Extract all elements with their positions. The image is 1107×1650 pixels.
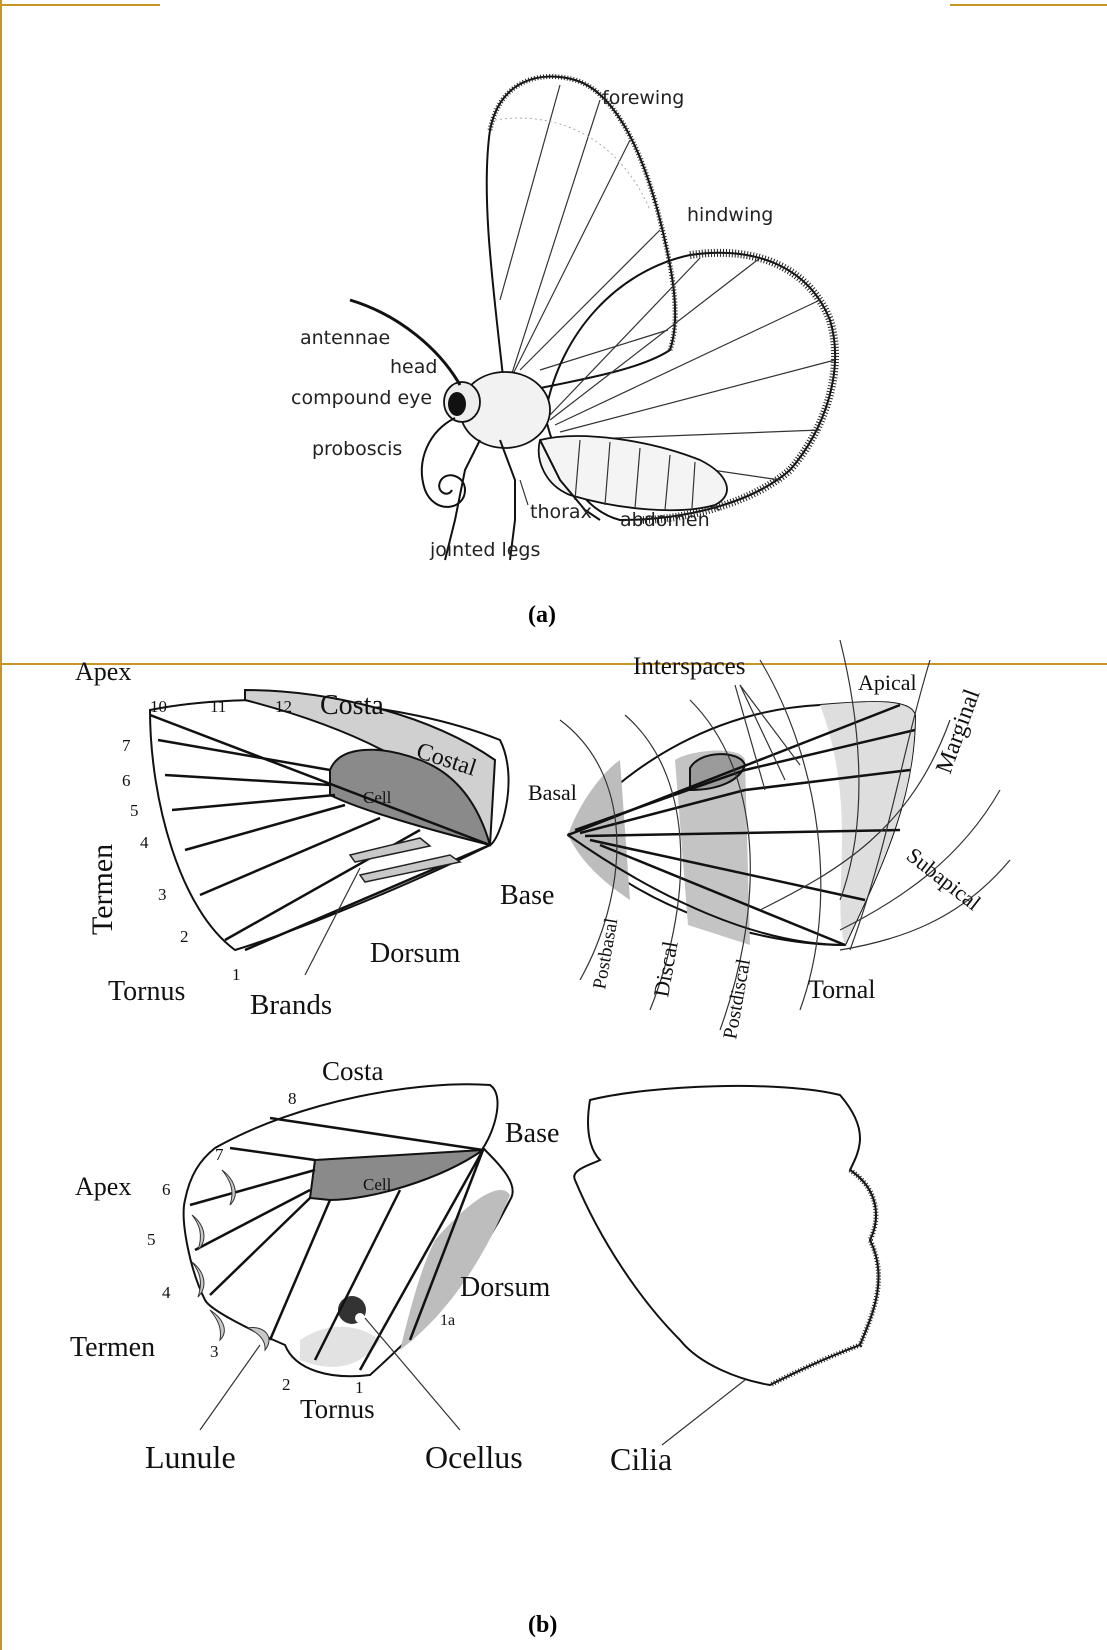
fw-vein-12: 12 (275, 697, 292, 716)
fw-area-tornal: Tornal (808, 975, 876, 1004)
forewing-venation (150, 690, 509, 975)
hw-label-ocellus: Ocellus (425, 1439, 523, 1475)
label-head: head (390, 356, 437, 378)
hw-vein-8: 8 (288, 1089, 297, 1108)
hw-label-termen: Termen (70, 1332, 155, 1363)
label-antennae: antennae (300, 327, 390, 349)
fw-label-dorsum: Dorsum (370, 938, 460, 969)
hw-label-apex: Apex (75, 1172, 131, 1201)
fw-vein-5: 5 (130, 801, 139, 820)
compound-eye-shape (448, 392, 466, 416)
fw-area-discal: Discal (648, 939, 682, 999)
fw-vein-2: 2 (180, 927, 189, 946)
fw-label-tornus: Tornus (108, 976, 185, 1007)
fw-vein-4: 4 (140, 833, 149, 852)
hw-vein-4: 4 (162, 1283, 171, 1302)
fw-vein-10: 10 (150, 697, 167, 716)
fw-vein-6: 6 (122, 771, 131, 790)
hw-label-cilia: Cilia (610, 1441, 672, 1477)
fw-label-base: Base (500, 880, 554, 911)
hw-vein-6: 6 (162, 1180, 171, 1199)
label-thorax: thorax (530, 501, 592, 523)
proboscis-shape (422, 418, 465, 507)
fw-vein-7: 7 (122, 736, 131, 755)
fw-area-subapical: Subapical (902, 842, 986, 915)
label-proboscis: proboscis (312, 438, 402, 460)
fw-label-cell: Cell (363, 788, 392, 807)
fw-label-brands: Brands (250, 989, 332, 1021)
label-hindwing: hindwing (687, 204, 773, 226)
label-forewing: forewing (602, 87, 684, 109)
hindwing-cilia-outline (574, 1086, 878, 1445)
hw-label-dorsum: Dorsum (460, 1272, 550, 1303)
fw-area-interspaces: Interspaces (633, 653, 745, 680)
hw-label-cell: Cell (363, 1175, 392, 1194)
fw-area-marginal: Marginal (931, 686, 985, 777)
caption-a: (a) (528, 602, 556, 628)
forewing-shape (487, 77, 676, 395)
fw-vein-1: 1 (232, 965, 241, 984)
fw-label-costa: Costa (320, 690, 384, 721)
fw-area-apical: Apical (858, 670, 917, 695)
hw-label-costa: Costa (322, 1056, 384, 1086)
hw-label-base: Base (505, 1118, 559, 1149)
hw-label-lunule: Lunule (145, 1439, 236, 1475)
fw-vein-3: 3 (158, 885, 167, 904)
fw-area-basal: Basal (528, 780, 577, 805)
fw-vein-11: 11 (210, 697, 226, 716)
hw-vein-5: 5 (147, 1230, 156, 1249)
fw-area-postdiscal: Postdiscal (719, 957, 755, 1041)
hw-vein-2: 2 (282, 1375, 291, 1394)
hw-vein-1a: 1a (440, 1312, 455, 1329)
fw-label-termen: Termen (86, 844, 119, 935)
label-jointed-legs: jointed legs (429, 539, 540, 561)
fw-label-apex: Apex (75, 657, 131, 686)
hindwing-venation (184, 1084, 513, 1430)
hw-vein-3: 3 (210, 1342, 219, 1361)
label-compound-eye: compound eye (291, 387, 432, 409)
hw-label-tornus: Tornus (300, 1394, 375, 1424)
moth-illustration (350, 77, 835, 560)
forewing-areas (560, 640, 1010, 1030)
hw-vein-7: 7 (215, 1145, 224, 1164)
abdomen-shape (539, 436, 727, 510)
caption-b: (b) (528, 1612, 557, 1638)
fw-area-postbasal: Postbasal (589, 917, 622, 991)
label-abdomen: abdomen (620, 509, 710, 531)
